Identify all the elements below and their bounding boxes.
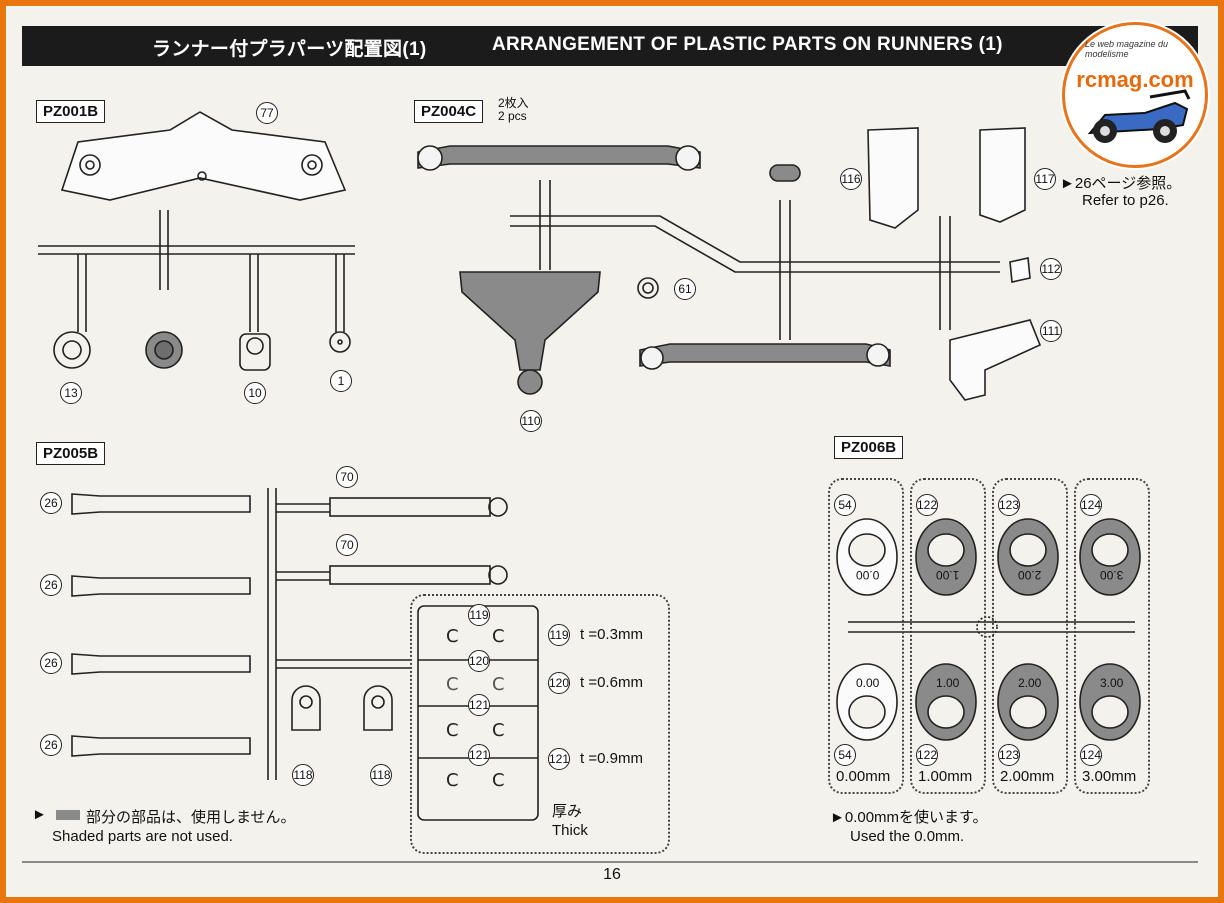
note-117-jp: ►26ページ参照。 — [1060, 175, 1182, 192]
part-number: 116 — [840, 168, 862, 190]
spacer-number: 54 — [834, 494, 856, 516]
spacer-number: 122 — [916, 494, 938, 516]
runner-label-pz006b: PZ006B — [834, 436, 904, 459]
svg-text:C: C — [492, 720, 505, 741]
spacer-value: 3.00 — [1100, 676, 1124, 690]
spacer-group-122 — [910, 478, 986, 794]
shim-number: 120 — [468, 650, 490, 672]
part-number: 112 — [1040, 258, 1062, 280]
shim-group — [410, 594, 670, 854]
shim-number: 120 — [548, 672, 570, 694]
spacer-label: 3.00mm — [1082, 768, 1137, 785]
footnote-shaded-jp: 部分の部品は、使用しません。 — [86, 809, 296, 826]
svg-text:C: C — [446, 770, 459, 791]
part-number: 26 — [40, 652, 62, 674]
shim-number: 119 — [548, 624, 570, 646]
spacer-value: 2.00 — [1018, 676, 1042, 690]
spacer-number: 124 — [1080, 744, 1102, 766]
part-number: 70 — [336, 466, 358, 488]
rcmag-logo: Le web magazine du modelisme rcmag.com — [1062, 22, 1208, 168]
shim-number: 121 — [548, 748, 570, 770]
part-number: 70 — [336, 534, 358, 556]
thick-label-en: Thick — [552, 822, 588, 839]
arrow-icon: ► — [32, 806, 47, 823]
spacer-number: 122 — [916, 744, 938, 766]
shim-label: t =0.3mm — [580, 626, 643, 643]
svg-text:C: C — [492, 626, 505, 647]
page-number: 16 — [603, 866, 621, 883]
spacer-number: 123 — [998, 494, 1020, 516]
svg-text:C: C — [446, 626, 459, 647]
thick-label-jp: 厚み — [552, 803, 583, 820]
spacer-value: 1.00 — [936, 676, 960, 690]
footnote-shaded-en: Shaded parts are not used. — [52, 828, 233, 845]
svg-text:C: C — [446, 720, 459, 741]
spacer-value: 0.00 — [856, 568, 880, 582]
svg-text:C: C — [492, 770, 505, 791]
runner-label-pz005b: PZ005B — [36, 442, 106, 465]
spacer-value: 0.00 — [856, 676, 880, 690]
note-117-en: Refer to p26. — [1082, 192, 1169, 209]
spacer-number: 124 — [1080, 494, 1102, 516]
svg-text:C: C — [446, 674, 459, 695]
part-number: 10 — [244, 382, 266, 404]
part-number: 26 — [40, 574, 62, 596]
runner-label-pz004c: PZ004C — [414, 100, 484, 123]
spacer-label: 2.00mm — [1000, 768, 1055, 785]
spacer-label: 1.00mm — [918, 768, 973, 785]
logo-tagline: Le web magazine du modelisme — [1085, 39, 1169, 59]
logo-brand: rcmag.com — [1076, 67, 1194, 92]
svg-text:C: C — [492, 674, 505, 695]
shim-number: 121 — [468, 744, 490, 766]
part-number: 26 — [40, 734, 62, 756]
spacer-group-123 — [992, 478, 1068, 794]
spacer-value: 1.00 — [936, 568, 960, 582]
spacer-number: 54 — [834, 744, 856, 766]
footnote-used-en: Used the 0.0mm. — [850, 828, 965, 845]
spacer-value: 3.00 — [1100, 568, 1124, 582]
title-japanese: ランナー付プラパーツ配置図(1) — [152, 39, 427, 60]
car-icon — [1087, 89, 1191, 143]
part-number: 111 — [1040, 320, 1062, 342]
shim-label: t =0.9mm — [580, 750, 643, 767]
shim-number: 119 — [468, 604, 490, 626]
part-number: 77 — [256, 102, 278, 124]
runner-label-pz001b: PZ001B — [36, 100, 106, 123]
title-english: ARRANGEMENT OF PLASTIC PARTS ON RUNNERS … — [492, 34, 1003, 55]
spacer-group-124 — [1074, 478, 1150, 794]
part-number: 118 — [370, 764, 392, 786]
part-number: 117 — [1034, 168, 1056, 190]
part-number: 110 — [520, 410, 542, 432]
spacer-number: 123 — [998, 744, 1020, 766]
part-number: 26 — [40, 492, 62, 514]
part-number: 118 — [292, 764, 314, 786]
shim-number: 121 — [468, 694, 490, 716]
pz004c-qty-en: 2 pcs — [498, 109, 527, 123]
part-number: 13 — [60, 382, 82, 404]
footnote-used-jp: ►0.00mmを使います。 — [830, 809, 988, 826]
title-banner: ランナー付プラパーツ配置図(1) ARRANGEMENT OF PLASTIC … — [22, 26, 1198, 66]
part-number: 61 — [674, 278, 696, 300]
spacer-group-54 — [828, 478, 904, 794]
body-posts — [71, 493, 251, 757]
shim-label: t =0.6mm — [580, 674, 643, 691]
spacer-value: 2.00 — [1018, 568, 1042, 582]
spacer-label: 0.00mm — [836, 768, 891, 785]
part-number: 1 — [330, 370, 352, 392]
pz004c-qty-jp: 2枚入 — [498, 96, 529, 110]
